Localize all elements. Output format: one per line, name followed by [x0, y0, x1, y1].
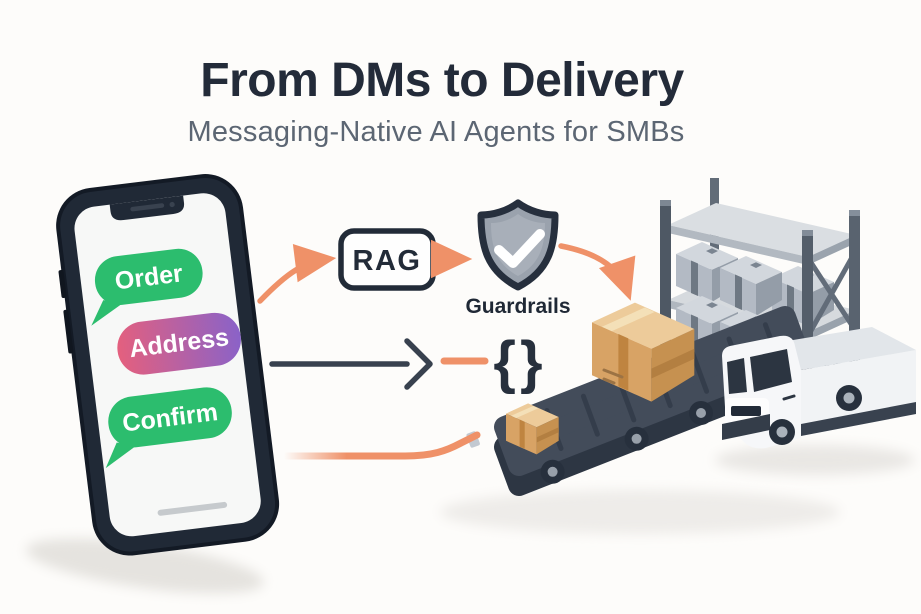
chat-bubble-confirm: Confirm [105, 387, 232, 469]
chat-bubble-order: Order [91, 248, 203, 326]
conveyor-rollers [540, 401, 713, 484]
phone-icon: Order Address Confirm [56, 174, 280, 556]
phone-side-button [58, 270, 67, 298]
checkmark-icon [494, 229, 545, 268]
arrow-phone-to-payload [269, 338, 433, 390]
delivery-truck-icon [722, 327, 916, 449]
braces-icon: {} [493, 330, 546, 395]
page-subtitle: Messaging-Native AI Agents for SMBs [188, 116, 685, 148]
rag-label: RAG [353, 245, 422, 277]
guardrails-node: Guardrails [465, 199, 571, 318]
phone-shadow [26, 538, 264, 594]
guardrails-label: Guardrails [465, 295, 570, 318]
arrow-guardrails-to-warehouse [558, 243, 636, 301]
phone-home-indicator [157, 501, 228, 516]
page-title: From DMs to Delivery [200, 54, 684, 107]
chat-bubble-address: Address [117, 312, 241, 375]
connector-phone-to-conveyor [280, 431, 481, 460]
rag-node: RAG [338, 228, 436, 291]
parcel-label-marks [602, 368, 624, 385]
truck-shadow [715, 445, 915, 475]
phone-side-button [63, 309, 74, 354]
conveyor-shadow [440, 490, 840, 534]
arrow-phone-to-rag [257, 244, 337, 304]
